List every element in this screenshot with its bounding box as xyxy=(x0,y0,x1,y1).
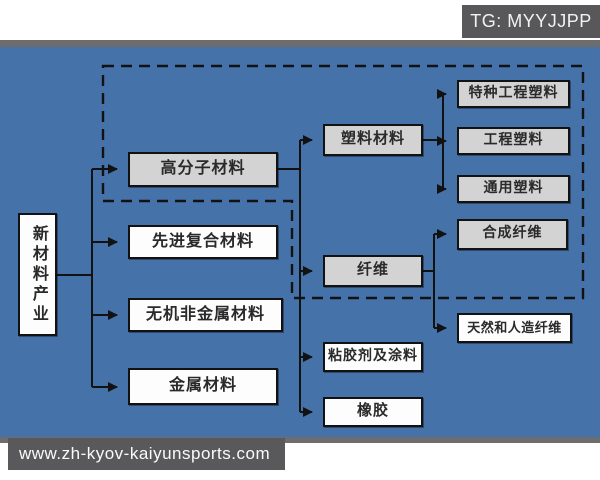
node-inorganic-nonmetal: 无机非金属材料 xyxy=(128,298,283,332)
telegram-badge-text: TG: MYYJJPP xyxy=(470,11,592,31)
node-natural-manmade-fiber: 天然和人造纤维 xyxy=(457,313,572,343)
telegram-badge: TG: MYYJJPP xyxy=(462,5,600,38)
node-engineering-plastics: 工程塑料 xyxy=(457,127,570,155)
node-special-engineering-plastics: 特种工程塑料 xyxy=(457,80,570,108)
node-metal-materials: 金属材料 xyxy=(128,368,278,405)
node-advanced-composites: 先进复合材料 xyxy=(128,225,278,259)
node-plastic-materials: 塑料材料 xyxy=(323,124,423,156)
node-adhesives-coatings: 粘胶剂及涂料 xyxy=(323,342,423,372)
node-synthetic-fiber: 合成纤维 xyxy=(457,219,568,250)
node-new-materials-industry: 新材料产业 xyxy=(18,213,57,336)
watermark-url-bar: www.zh-kyov-kaiyunsports.com xyxy=(8,438,285,470)
node-fiber: 纤维 xyxy=(323,255,423,287)
node-general-plastics: 通用塑料 xyxy=(457,175,570,203)
watermark-url-text: www.zh-kyov-kaiyunsports.com xyxy=(19,444,271,463)
node-polymer-materials: 高分子材料 xyxy=(128,152,278,187)
node-rubber: 橡胶 xyxy=(323,397,423,427)
